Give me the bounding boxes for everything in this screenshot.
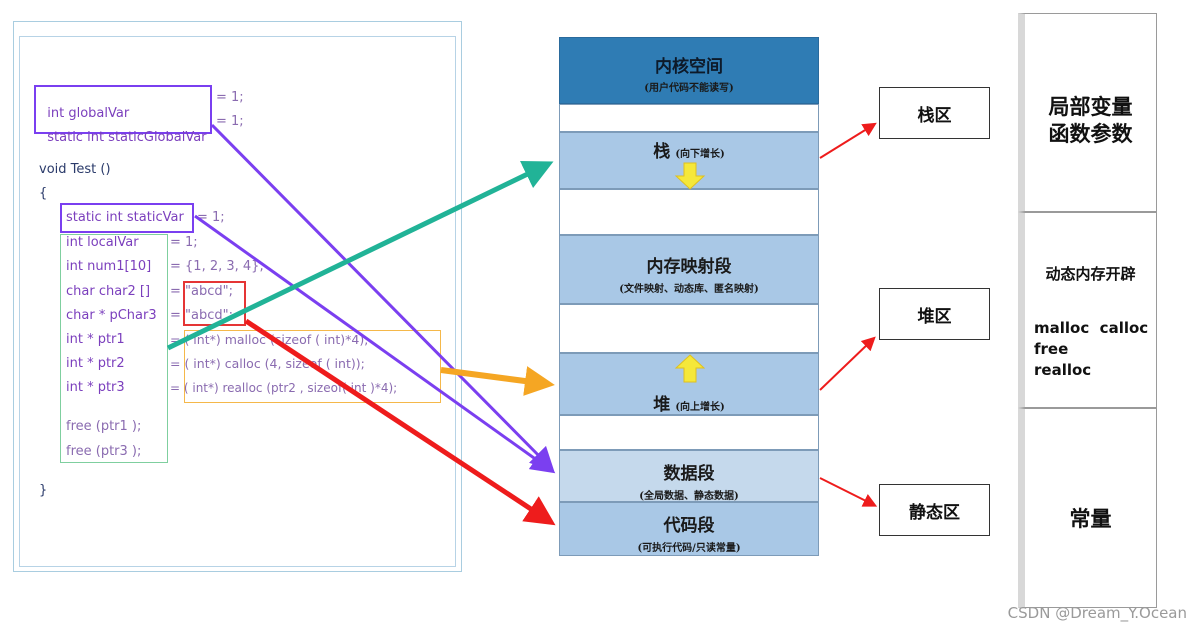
gap-segment [559,415,819,450]
code-decl: int num1[10] [66,259,152,274]
segment-title: 堆 [653,395,671,415]
local-vars-box [60,234,168,463]
heap-region-label: 堆区 [879,288,990,340]
static-region-label: 静态区 [879,484,990,536]
code-decl: int * ptr3 [66,380,125,395]
code-decl: int localVar [66,235,139,250]
stack-grow-down-arrow [674,162,706,190]
arrow-data-to-label [819,477,878,507]
arrow-locals-to-stack [166,161,554,351]
segment-header: 堆 (向上增长) [560,390,818,415]
code-panel-frame [13,21,462,572]
kernel-space-segment: 内核空间 (用户代码不能读写) [559,37,819,104]
code-decl: char char2 [] [66,284,151,299]
gap-segment [559,104,819,132]
global-vars-box [34,85,212,134]
arrow-heap-to-label [819,336,876,391]
code-init: = 1; [170,235,198,250]
const-note: 常量 [1069,507,1112,531]
arrow-static-to-data [194,214,556,474]
arrow-alloc-to-heap [440,366,555,396]
arrow-globals-to-data [210,123,555,472]
code-decl: int globalVar [47,106,130,121]
code-init: = 1; [216,90,244,105]
segment-subtitle: (向上增长) [675,402,725,413]
code-line-globalvar: int globalVar [39,90,129,122]
code-segment: 代码段 (可执行代码/只读常量) [559,502,819,556]
code-brace-open: { [39,186,48,201]
segment-title: 数据段 [663,464,715,484]
watermark: CSDN @Dream_Y.Ocean [1007,604,1187,622]
heap-note-funcs: malloc calloc free realloc [1034,319,1149,379]
code-init: = "abcd"; [170,284,233,299]
segment-subtitle: (用户代码不能读写) [644,83,734,94]
code-brace-close: } [39,483,48,498]
code-init: = "abcd"; [170,308,233,323]
code-decl: int * ptr2 [66,356,125,371]
data-segment: 数据段 (全局数据、静态数据) [559,450,819,502]
heap-note-card: 动态内存开辟 malloc calloc free realloc [1018,212,1157,408]
code-decl: static int staticVar [66,210,184,225]
segment-title: 代码段 [663,516,715,536]
const-note-card: 常量 [1018,408,1157,608]
code-line-staticglobalvar: static int staticGlobalVar [39,114,207,146]
segment-title: 内存映射段 [646,257,732,277]
code-decl: static int staticGlobalVar [47,130,207,145]
segment-subtitle: (文件映射、动态库、匿名映射) [619,284,759,295]
gap-segment [559,189,819,235]
stack-region-label: 栈区 [879,87,990,139]
arrow-stack-to-label [819,122,877,159]
stack-note: 局部变量 函数参数 [1048,95,1133,146]
gap-segment [559,304,819,353]
code-free-ptr1: free (ptr1 ); [66,419,142,434]
arrow-literal-to-code [244,318,556,526]
segment-subtitle: (向下增长) [675,149,725,160]
code-decl: int * ptr1 [66,332,125,347]
code-panel [19,36,456,567]
code-init: = 1; [216,114,244,129]
code-init: = 1; [197,210,225,225]
segment-title: 内核空间 [655,57,723,77]
segment-title: 栈 [653,142,671,162]
stack-note-card: 局部变量 函数参数 [1018,13,1157,212]
segment-subtitle: (全局数据、静态数据) [639,491,739,502]
code-free-ptr3: free (ptr3 ); [66,444,142,459]
heap-alloc-box [184,330,441,403]
code-init: = ( int*) realloc (ptr2 , sizeof( int )*… [170,381,398,395]
mmap-segment: 内存映射段 (文件映射、动态库、匿名映射) [559,235,819,304]
code-func-signature: void Test () [39,162,111,177]
code-decl: char * pChar3 [66,308,157,323]
segment-header: 栈 (向下增长) [560,137,818,162]
static-var-box [60,203,194,233]
heap-note-title: 动态内存开辟 [1045,265,1136,283]
heap-grow-up-arrow [674,354,706,383]
segment-subtitle: (可执行代码/只读常量) [637,543,741,554]
